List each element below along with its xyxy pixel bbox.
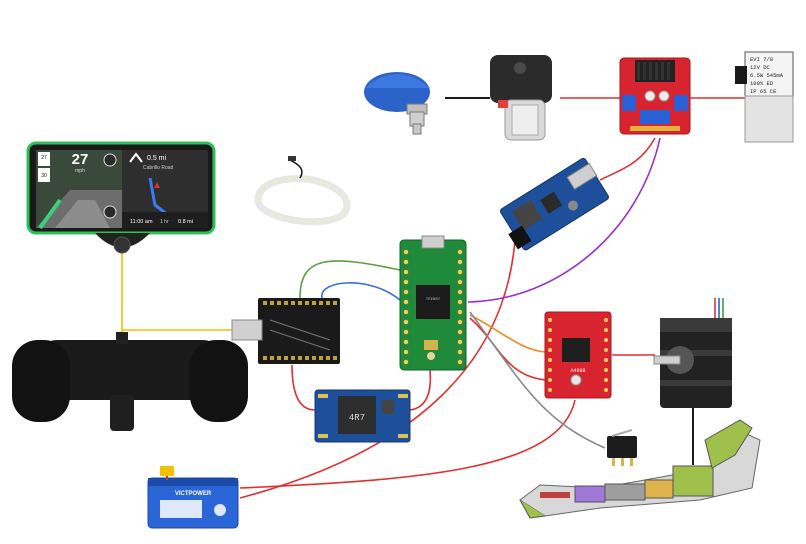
phone-display-icon: 27 30 27 mph 0.5 mi Cabrillo Road 11:00 … bbox=[26, 141, 216, 254]
led-strip-icon bbox=[254, 156, 351, 226]
speed-unit: mph bbox=[75, 168, 85, 174]
wire-driver-to-usbboard bbox=[599, 137, 656, 181]
teensy-board-icon: TEENSY bbox=[399, 235, 467, 371]
valve-label-line4: 100% ED bbox=[750, 80, 774, 87]
valve-label-line3: 6.5W 545mA bbox=[750, 72, 784, 79]
linear-actuator-arm-icon bbox=[519, 419, 761, 519]
breakout-board-icon bbox=[231, 298, 340, 364]
speed-limit-bottom: 30 bbox=[41, 173, 47, 179]
wire-breakout-to-teensy-blue bbox=[321, 282, 401, 301]
nav-distance: 0.5 mi bbox=[147, 155, 167, 162]
valve-label-line2: 12V DC bbox=[750, 64, 771, 71]
wire-teensy-to-limitswitch bbox=[469, 311, 606, 449]
stepper-motor-icon bbox=[653, 298, 732, 408]
stepper-driver-icon: A4988 bbox=[544, 311, 612, 399]
speed-value: 27 bbox=[72, 151, 89, 168]
stepper-driver-label: A4988 bbox=[570, 368, 585, 374]
wires bbox=[121, 97, 745, 499]
eta-duration: 1 hr bbox=[160, 219, 169, 225]
solenoid-valve-icon: EVI 7/8 12V DC 6.5W 545mA 100% ED IP 65 … bbox=[735, 51, 794, 143]
wire-breakout-to-buck-left bbox=[291, 364, 316, 411]
wire-teensy-to-buck-right bbox=[409, 369, 432, 411]
buck-converter-icon: 4R7 bbox=[314, 389, 411, 443]
battery-label: VICTPOWER bbox=[175, 491, 212, 497]
speed-limit-top: 27 bbox=[41, 155, 47, 161]
usb-power-board-icon bbox=[499, 157, 609, 251]
suction-cup-icon bbox=[364, 72, 430, 135]
wire-breakout-to-teensy-green bbox=[299, 260, 401, 299]
nav-street: Cabrillo Road bbox=[143, 165, 174, 171]
limit-switch-icon bbox=[607, 429, 637, 466]
wire-teensy-to-stepperdriver-red bbox=[469, 317, 546, 381]
wire-teensy-to-battery bbox=[239, 239, 516, 499]
gamepad-controller-icon bbox=[12, 332, 248, 431]
eta-time: 11:00 am bbox=[130, 219, 153, 225]
wire-stepperdriver-to-battery bbox=[239, 399, 576, 489]
motor-driver-board-icon bbox=[619, 57, 691, 135]
lipo-battery-icon: VICTPOWER bbox=[147, 466, 239, 529]
valve-label-line5: IP 65 CE bbox=[750, 88, 777, 95]
buck-converter-label: 4R7 bbox=[349, 413, 365, 423]
valve-label-line1: EVI 7/8 bbox=[750, 56, 773, 63]
vacuum-pump-icon bbox=[490, 55, 552, 141]
teensy-chip-label: TEENSY bbox=[426, 298, 441, 302]
eta-remaining: 0.8 mi bbox=[178, 219, 193, 225]
wire-teensy-to-stepperdriver-orange bbox=[469, 314, 546, 353]
